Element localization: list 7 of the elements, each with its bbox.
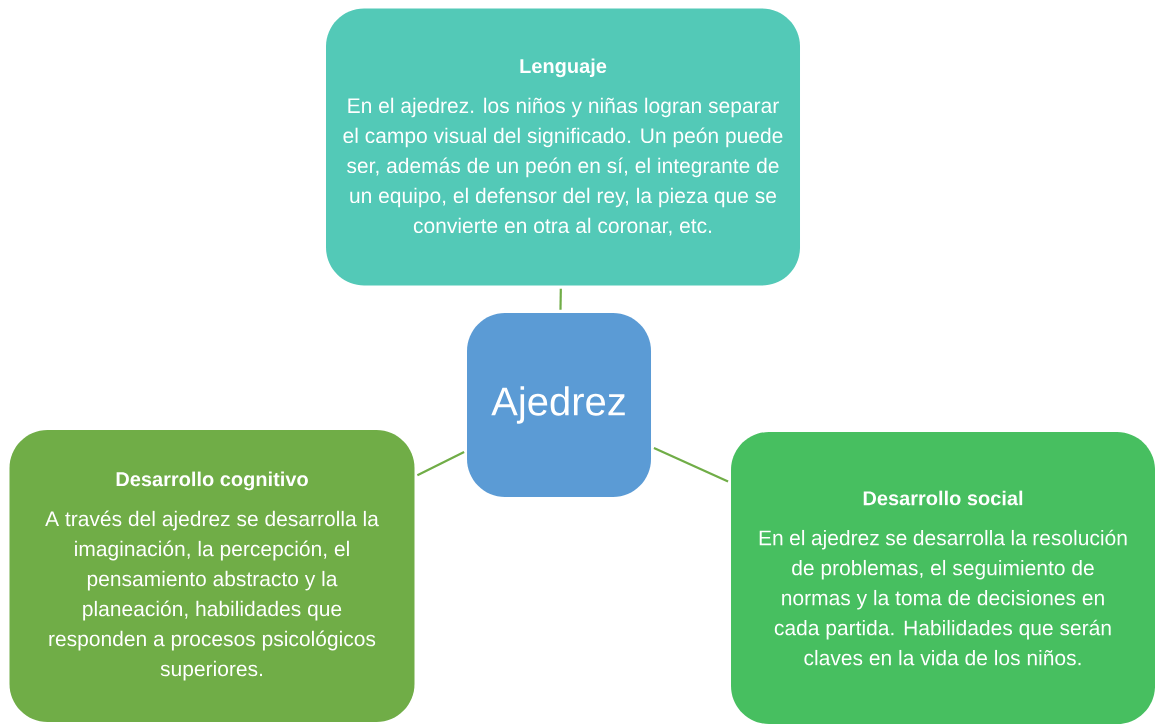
connector-line	[416, 451, 465, 477]
connector-line	[653, 446, 729, 483]
subtopic-box: Desarrollo cognitivo A través del ajedrez se desarrolla la imaginación, la percepción, el pensamiento abstracto y la planeación, habilidades que responden a procesos psicológicos superiores.	[9, 430, 415, 722]
subtopic-box: Desarrollo social En el ajedrez se desarrolla la resolución de problemas, el seguimiento de normas y la toma de decisiones en cada partida. Habilidades que serán claves en la vida de los niños.	[731, 432, 1155, 724]
topic-box: Ajedrez	[467, 313, 651, 497]
connector-line	[559, 288, 562, 310]
subtopic-box: Lenguaje En el ajedrez. los niños y niñas logran separar el campo visual del significado. Un peón puede ser, además de un peón en sí, el integrante de un equipo, el defensor del rey, la pieza que se convierte en otra al coronar, etc.	[326, 8, 800, 286]
